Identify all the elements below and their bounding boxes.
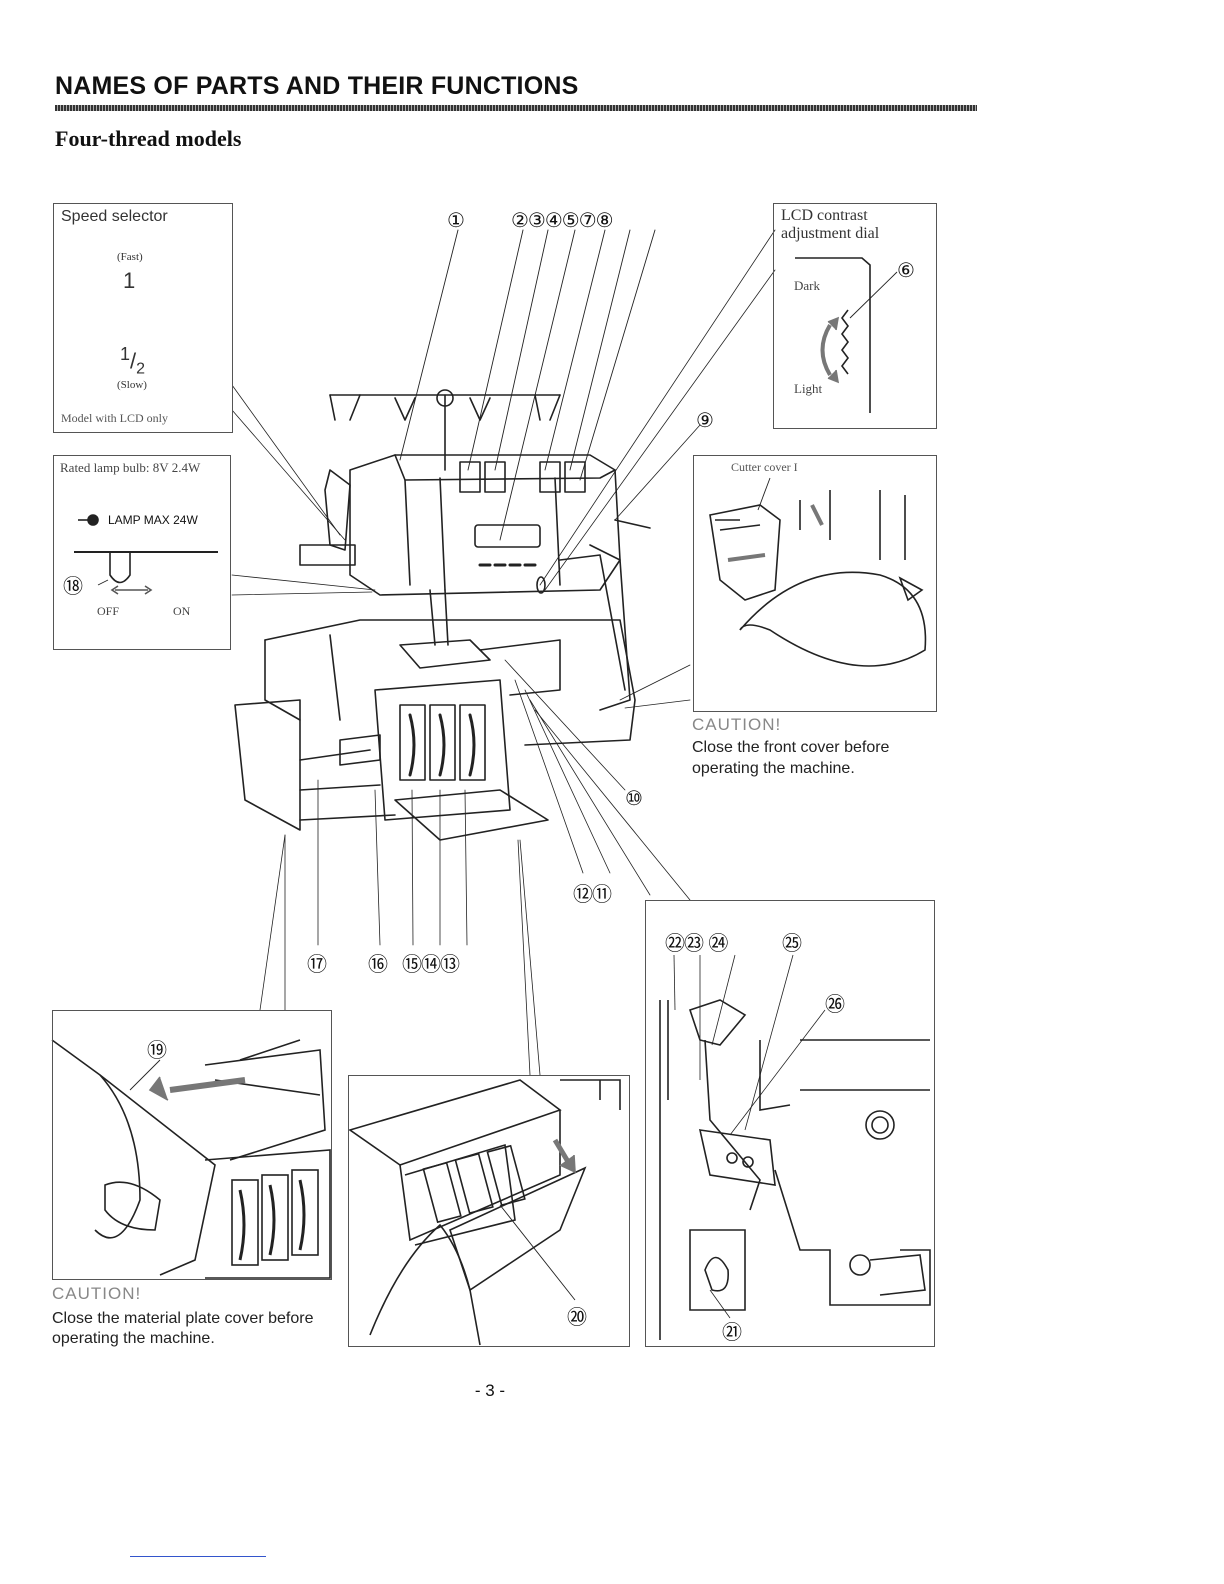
slow-value: 1/2 <box>120 344 145 379</box>
plate-cover-caution-line-2: operating the machine. <box>52 1330 215 1347</box>
fast-label: (Fast) <box>117 251 143 263</box>
lamp-max-label: LAMP MAX 24W <box>108 513 198 527</box>
looper-box <box>645 900 935 1347</box>
slow-value-numerator: 1 <box>120 344 131 364</box>
slow-label: (Slow) <box>117 379 147 391</box>
callout-12-11: ⑫⑪ <box>573 882 612 906</box>
lcd-contrast-title-1: LCD contrast <box>781 207 868 224</box>
callout-6: ⑥ <box>897 258 915 282</box>
speed-selector-title: Speed selector <box>61 208 168 225</box>
page-title: NAMES OF PARTS AND THEIR FUNCTIONS <box>55 72 579 100</box>
lcd-only-note: Model with LCD only <box>61 411 168 425</box>
callout-9: ⑨ <box>696 408 714 432</box>
cutter-cover-box: Cutter cover I <box>693 455 937 712</box>
callout-16: ⑯ <box>368 952 388 976</box>
lcd-contrast-title-2: adjustment dial <box>781 225 880 242</box>
front-cover-caution-line-1: Close the front cover before <box>692 739 890 756</box>
callout-15-14-13: ⑮⑭⑬ <box>402 952 460 976</box>
fast-value: 1 <box>123 268 136 293</box>
lamp-off-label: OFF <box>97 604 120 618</box>
cutter-cover-title: Cutter cover I <box>731 460 798 474</box>
callout-2-3-4-5-7-8: ②③④⑤⑦⑧ <box>511 208 614 232</box>
callout-18: ⑱ <box>63 574 83 598</box>
callout-22-23-24: ㉒㉓ ㉔ <box>665 931 728 955</box>
lcd-contrast-box: LCD contrast adjustment dial Dark Light <box>773 203 937 429</box>
dark-label: Dark <box>794 278 820 293</box>
callout-21: ㉑ <box>722 1320 742 1344</box>
lamp-on-label: ON <box>173 604 191 618</box>
plate-cover-caution-heading: CAUTION! <box>52 1284 142 1303</box>
front-cover-box <box>348 1075 630 1347</box>
lamp-rating-title: Rated lamp bulb: 8V 2.4W <box>60 460 201 475</box>
lamp-box: Rated lamp bulb: 8V 2.4W LAMP MAX 24W OF… <box>53 455 231 650</box>
callout-1: ① <box>447 208 465 232</box>
callout-25: ㉕ <box>782 931 802 955</box>
front-cover-caution-heading: CAUTION! <box>692 715 782 734</box>
callout-19: ⑲ <box>147 1038 167 1062</box>
speed-selector-box: Speed selector (Fast) 1 1/2 (Slow) Model… <box>53 203 233 433</box>
page-number: - 3 - <box>474 1381 506 1400</box>
bottom-link-rule <box>130 1556 266 1557</box>
callout-17: ⑰ <box>307 952 327 976</box>
callout-20: ⑳ <box>567 1305 587 1329</box>
callout-10: ⑩ <box>625 786 643 810</box>
plate-cover-box <box>52 1010 332 1280</box>
section-subtitle: Four-thread models <box>55 126 242 151</box>
title-rule <box>55 105 977 111</box>
slow-value-denominator: 2 <box>136 360 146 378</box>
callout-26: ㉖ <box>825 992 845 1016</box>
plate-cover-caution-line-1: Close the material plate cover before <box>52 1310 314 1327</box>
fraction-slash: / <box>130 348 137 374</box>
light-label: Light <box>794 381 823 396</box>
front-cover-caution-line-2: operating the machine. <box>692 760 855 777</box>
